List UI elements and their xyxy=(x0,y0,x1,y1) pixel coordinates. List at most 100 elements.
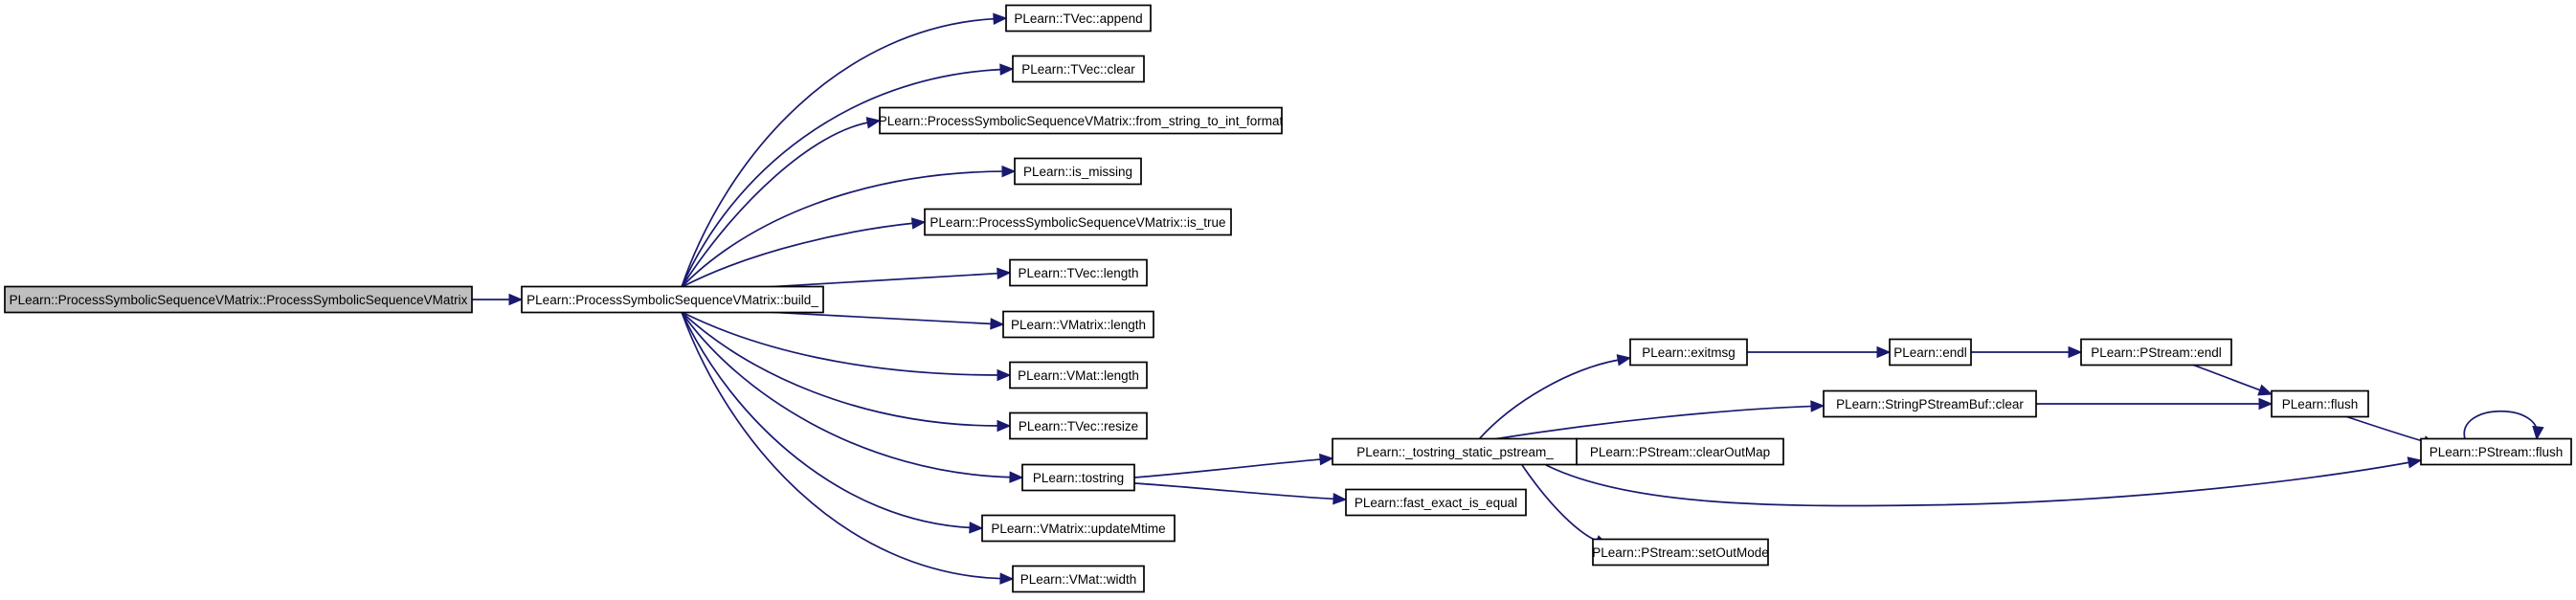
node-box xyxy=(1629,338,1748,367)
node-box xyxy=(2271,389,2369,418)
node-label: PLearn::PStream::setOutMode xyxy=(1592,545,1769,560)
node-label: PLearn::flush xyxy=(2282,397,2359,411)
edge-tostring_static-to-sps_clear xyxy=(1492,400,1826,440)
node-is-missing[interactable]: PLearn::is_missing xyxy=(1014,157,1142,186)
node-pstream-flush[interactable]: PLearn::PStream::flush xyxy=(2420,437,2572,466)
arrowhead xyxy=(1001,165,1017,178)
edge-root-to-build xyxy=(472,293,524,306)
node-box xyxy=(2080,338,2232,367)
node-build[interactable]: PLearn::ProcessSymbolicSequenceVMatrix::… xyxy=(521,285,824,314)
node-exitmsg[interactable]: PLearn::exitmsg xyxy=(1629,338,1748,367)
node-vmatrix-length[interactable]: PLearn::VMatrix::length xyxy=(1002,310,1154,339)
node-is-true[interactable]: PLearn::ProcessSymbolicSequenceVMatrix::… xyxy=(924,208,1232,236)
arrowhead xyxy=(997,267,1012,279)
arrowhead xyxy=(969,522,984,534)
edge-exitmsg-to-endl xyxy=(1747,345,1892,359)
node-label: PLearn::ProcessSymbolicSequenceVMatrix::… xyxy=(879,114,1284,128)
node-vmat-length[interactable]: PLearn::VMat::length xyxy=(1009,361,1148,389)
node-label: PLearn::PStream::flush xyxy=(2430,445,2564,459)
arrowhead xyxy=(990,318,1005,330)
node-box xyxy=(2420,437,2572,466)
node-append[interactable]: PLearn::TVec::append xyxy=(1005,4,1152,33)
arrowhead xyxy=(2532,425,2544,441)
node-box xyxy=(521,285,824,314)
edge-build-to-update_mtime xyxy=(681,311,984,534)
node-box xyxy=(1002,310,1154,339)
node-box xyxy=(1012,55,1145,83)
node-box xyxy=(1021,463,1135,492)
node-box xyxy=(1345,488,1527,517)
node-tostring[interactable]: PLearn::tostring xyxy=(1021,463,1135,492)
node-label: PLearn::TVec::resize xyxy=(1019,419,1138,433)
node-label: PLearn::endl xyxy=(1893,345,1967,360)
edge-endl-to-pstream_endl xyxy=(1971,345,2083,359)
node-label: PLearn::fast_exact_is_equal xyxy=(1355,496,1517,510)
edge-build-to-append xyxy=(681,12,1008,288)
edge-build-to-width xyxy=(681,311,1015,585)
arrowhead xyxy=(508,293,524,306)
node-resize[interactable]: PLearn::TVec::resize xyxy=(1009,411,1148,440)
node-flush[interactable]: PLearn::flush xyxy=(2271,389,2369,418)
arrowhead xyxy=(997,419,1012,433)
node-label: PLearn::ProcessSymbolicSequenceVMatrix::… xyxy=(10,293,468,307)
node-label: PLearn::is_missing xyxy=(1023,165,1132,179)
node-box xyxy=(924,208,1232,236)
edge-build-to-is_missing xyxy=(681,165,1017,288)
arrowhead xyxy=(2068,345,2083,359)
edge-build-to-is_true xyxy=(681,217,927,288)
edge-pstream_endl-to-flush xyxy=(2191,364,2274,396)
arrowhead xyxy=(2258,397,2274,411)
edges-layer xyxy=(472,12,2544,585)
node-label: PLearn::tostring xyxy=(1033,471,1124,485)
node-tvec-clear[interactable]: PLearn::TVec::clear xyxy=(1012,55,1145,83)
node-fast-exact[interactable]: PLearn::fast_exact_is_equal xyxy=(1345,488,1527,517)
node-label: PLearn::TVec::append xyxy=(1014,11,1142,26)
node-tvec-length[interactable]: PLearn::TVec::length xyxy=(1009,258,1148,287)
arrowhead xyxy=(1810,400,1826,412)
node-label: PLearn::VMat::length xyxy=(1018,368,1139,383)
node-label: PLearn::PStream::endl xyxy=(2091,345,2222,360)
node-clear-out-map[interactable]: PLearn::PStream::clearOutMap xyxy=(1576,437,1784,466)
edge-build-to-tvec_length xyxy=(765,267,1012,288)
node-box xyxy=(1823,389,2037,418)
node-from-string[interactable]: PLearn::ProcessSymbolicSequenceVMatrix::… xyxy=(879,106,1284,135)
arrowhead xyxy=(997,368,1012,382)
node-root[interactable]: PLearn::ProcessSymbolicSequenceVMatrix::… xyxy=(4,285,473,314)
arrowhead xyxy=(1616,354,1632,367)
node-box xyxy=(981,514,1176,543)
node-label: PLearn::TVec::clear xyxy=(1021,62,1135,77)
arrowhead xyxy=(1009,471,1024,483)
arrowhead xyxy=(993,12,1008,25)
node-box xyxy=(879,106,1283,135)
node-label: PLearn::StringPStreamBuf::clear xyxy=(1836,397,2024,411)
node-label: PLearn::VMatrix::updateMtime xyxy=(991,522,1165,536)
node-pstream-endl[interactable]: PLearn::PStream::endl xyxy=(2080,338,2232,367)
arrowhead xyxy=(2257,384,2274,396)
edge-build-to-vmat_length xyxy=(681,311,1012,382)
edge-pstream_flush-to-pstream_flush xyxy=(2463,410,2544,441)
edge-tostring-to-tostring_static xyxy=(1133,453,1334,478)
node-update-mtime[interactable]: PLearn::VMatrix::updateMtime xyxy=(981,514,1176,543)
node-label: PLearn::VMat::width xyxy=(1020,572,1137,587)
node-box xyxy=(1009,361,1148,389)
node-box xyxy=(1576,437,1784,466)
node-label: PLearn::ProcessSymbolicSequenceVMatrix::… xyxy=(930,215,1225,230)
node-box xyxy=(1592,538,1769,567)
arrowhead xyxy=(999,572,1015,585)
node-tostring-static[interactable]: PLearn::_tostring_static_pstream_ xyxy=(1332,437,1579,466)
edge-build-to-from_string xyxy=(681,117,882,288)
nodes-layer: PLearn::ProcessSymbolicSequenceVMatrix::… xyxy=(4,4,2572,593)
arrowhead xyxy=(910,217,927,230)
node-box xyxy=(1009,258,1148,287)
edge-tostring_static-to-set_out_mode xyxy=(1521,464,1610,546)
node-width[interactable]: PLearn::VMat::width xyxy=(1012,565,1145,593)
node-endl[interactable]: PLearn::endl xyxy=(1889,338,1972,367)
node-label: PLearn::VMatrix::length xyxy=(1011,318,1146,332)
edge-build-to-tvec_clear xyxy=(681,63,1015,288)
node-sps-clear[interactable]: PLearn::StringPStreamBuf::clear xyxy=(1823,389,2037,418)
node-set-out-mode[interactable]: PLearn::PStream::setOutMode xyxy=(1592,538,1769,567)
arrowhead xyxy=(865,117,882,129)
node-box xyxy=(1012,565,1145,593)
node-label: PLearn::_tostring_static_pstream_ xyxy=(1356,445,1554,459)
